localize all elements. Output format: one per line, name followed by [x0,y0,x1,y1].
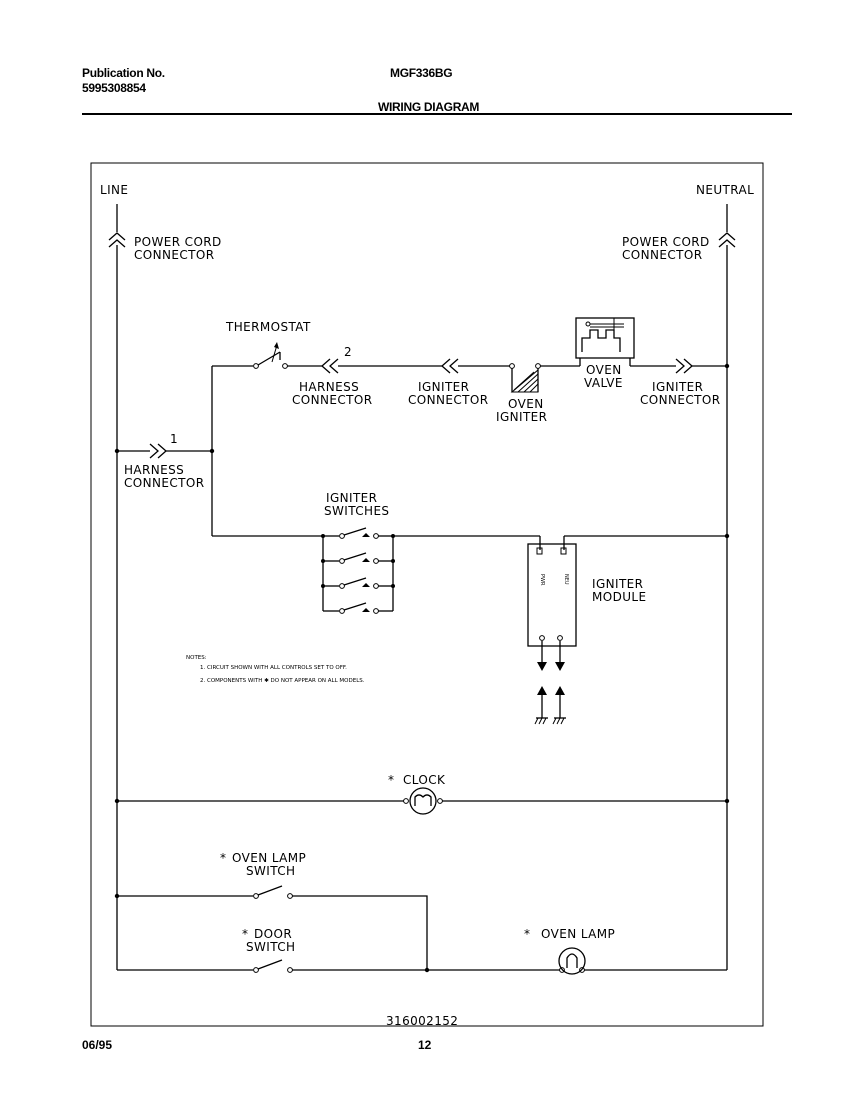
junction-neutral-module [724,533,730,539]
oven-valve [575,317,635,366]
igniter-module-line1: IGNITER [592,577,643,591]
clock-motor-icon [403,787,443,815]
igniter-switch-2 [323,552,393,564]
oven-lamp-marker: * [524,927,530,941]
harness-top-line1: HARNESS [299,380,359,394]
clock-label: CLOCK [403,773,446,787]
oven-valve-line2: VALVE [584,376,623,390]
junction-lamp-door [424,967,430,973]
lamp-switch-line2: SWITCH [246,864,295,878]
line-label: LINE [100,183,128,197]
power-cord-left-line2: CONNECTOR [134,248,214,262]
switch-junction-2 [321,559,325,563]
diagram-frame [90,162,764,1027]
harness-left-chevron-b [157,443,167,459]
door-switch [253,959,293,973]
note-2: 2. COMPONENTS WITH ✱ DO NOT APPEAR ON AL… [200,677,365,684]
igniter-right-line2: CONNECTOR [640,393,720,407]
page-number: 12 [418,1038,432,1052]
junction-line-harness [114,448,120,454]
oven-igniter-line2: IGNITER [496,410,547,424]
junction-line-lamp [114,893,120,899]
switch-junction-3 [321,584,325,588]
harness-left-chevron-a [149,443,159,459]
igniter-switch-4 [323,602,393,614]
igniter-switches-line1: IGNITER [326,491,377,505]
igniter-left-line1: IGNITER [418,380,469,394]
page-title: WIRING DIAGRAM [378,100,480,114]
lamp-switch-wire-right [292,895,428,970]
door-switch-marker: * [242,927,248,941]
switch-junction-1 [321,534,325,538]
module-terminal-neu: NEU [563,574,569,585]
lamp-switch-marker: * [220,851,226,865]
part-number: 316002152 [386,1014,458,1028]
oven-lamp-label: OVEN LAMP [541,927,615,941]
thermostat-label: THERMOSTAT [225,320,311,334]
model-number: MGF336BG [390,66,453,80]
lamp-switch-line1: OVEN LAMP [232,851,306,865]
switch-junction-6 [391,584,395,588]
igniter-switch-1 [323,527,393,539]
publication-label: Publication No. [82,66,165,80]
igniter-left-line2: CONNECTOR [408,393,488,407]
junction-neutral-top [724,363,730,369]
oven-igniter-line1: OVEN [508,397,544,411]
power-cord-right-line2: CONNECTOR [622,248,702,262]
power-cord-connector-right [718,232,736,248]
harness-top-line2: CONNECTOR [292,393,372,407]
door-switch-line2: SWITCH [246,940,295,954]
oven-lamp-icon [558,947,586,975]
header-rule [82,113,792,115]
thermostat [253,342,288,369]
harness-left-line1: HARNESS [124,463,184,477]
module-terminal-pwr: PWR [539,574,545,586]
oven-igniter [509,363,541,393]
footer-date: 06/95 [82,1038,113,1052]
power-cord-left-line1: POWER CORD [134,235,222,249]
note-1: 1. CIRCUIT SHOWN WITH ALL CONTROLS SET T… [200,665,347,671]
oven-valve-line1: OVEN [586,363,622,377]
harness-left-number: 1 [170,432,178,446]
igniter-module [527,536,577,647]
switch-junction-5 [391,559,395,563]
door-switch-line1: DOOR [254,927,292,941]
igniter-switches-line2: SWITCHES [324,504,389,518]
harness-connector-top [321,358,339,374]
clock-marker: * [388,773,394,787]
neutral-label: NEUTRAL [696,183,754,197]
igniter-switch-3 [323,577,393,589]
igniter-connector-right [675,358,693,374]
harness-top-number: 2 [344,345,352,359]
oven-lamp-switch [253,885,293,899]
power-cord-right-line1: POWER CORD [622,235,710,249]
harness-left-line2: CONNECTOR [124,476,204,490]
igniter-connector-left [441,358,459,374]
junction-neutral-clock [724,798,730,804]
power-cord-connector-left [108,232,126,248]
junction-line-clock [114,798,120,804]
publication-number: 5995308854 [82,81,146,95]
notes-title: NOTES: [186,655,207,661]
spark-electrodes [534,641,566,725]
igniter-module-line2: MODULE [592,590,647,604]
igniter-right-line1: IGNITER [652,380,703,394]
